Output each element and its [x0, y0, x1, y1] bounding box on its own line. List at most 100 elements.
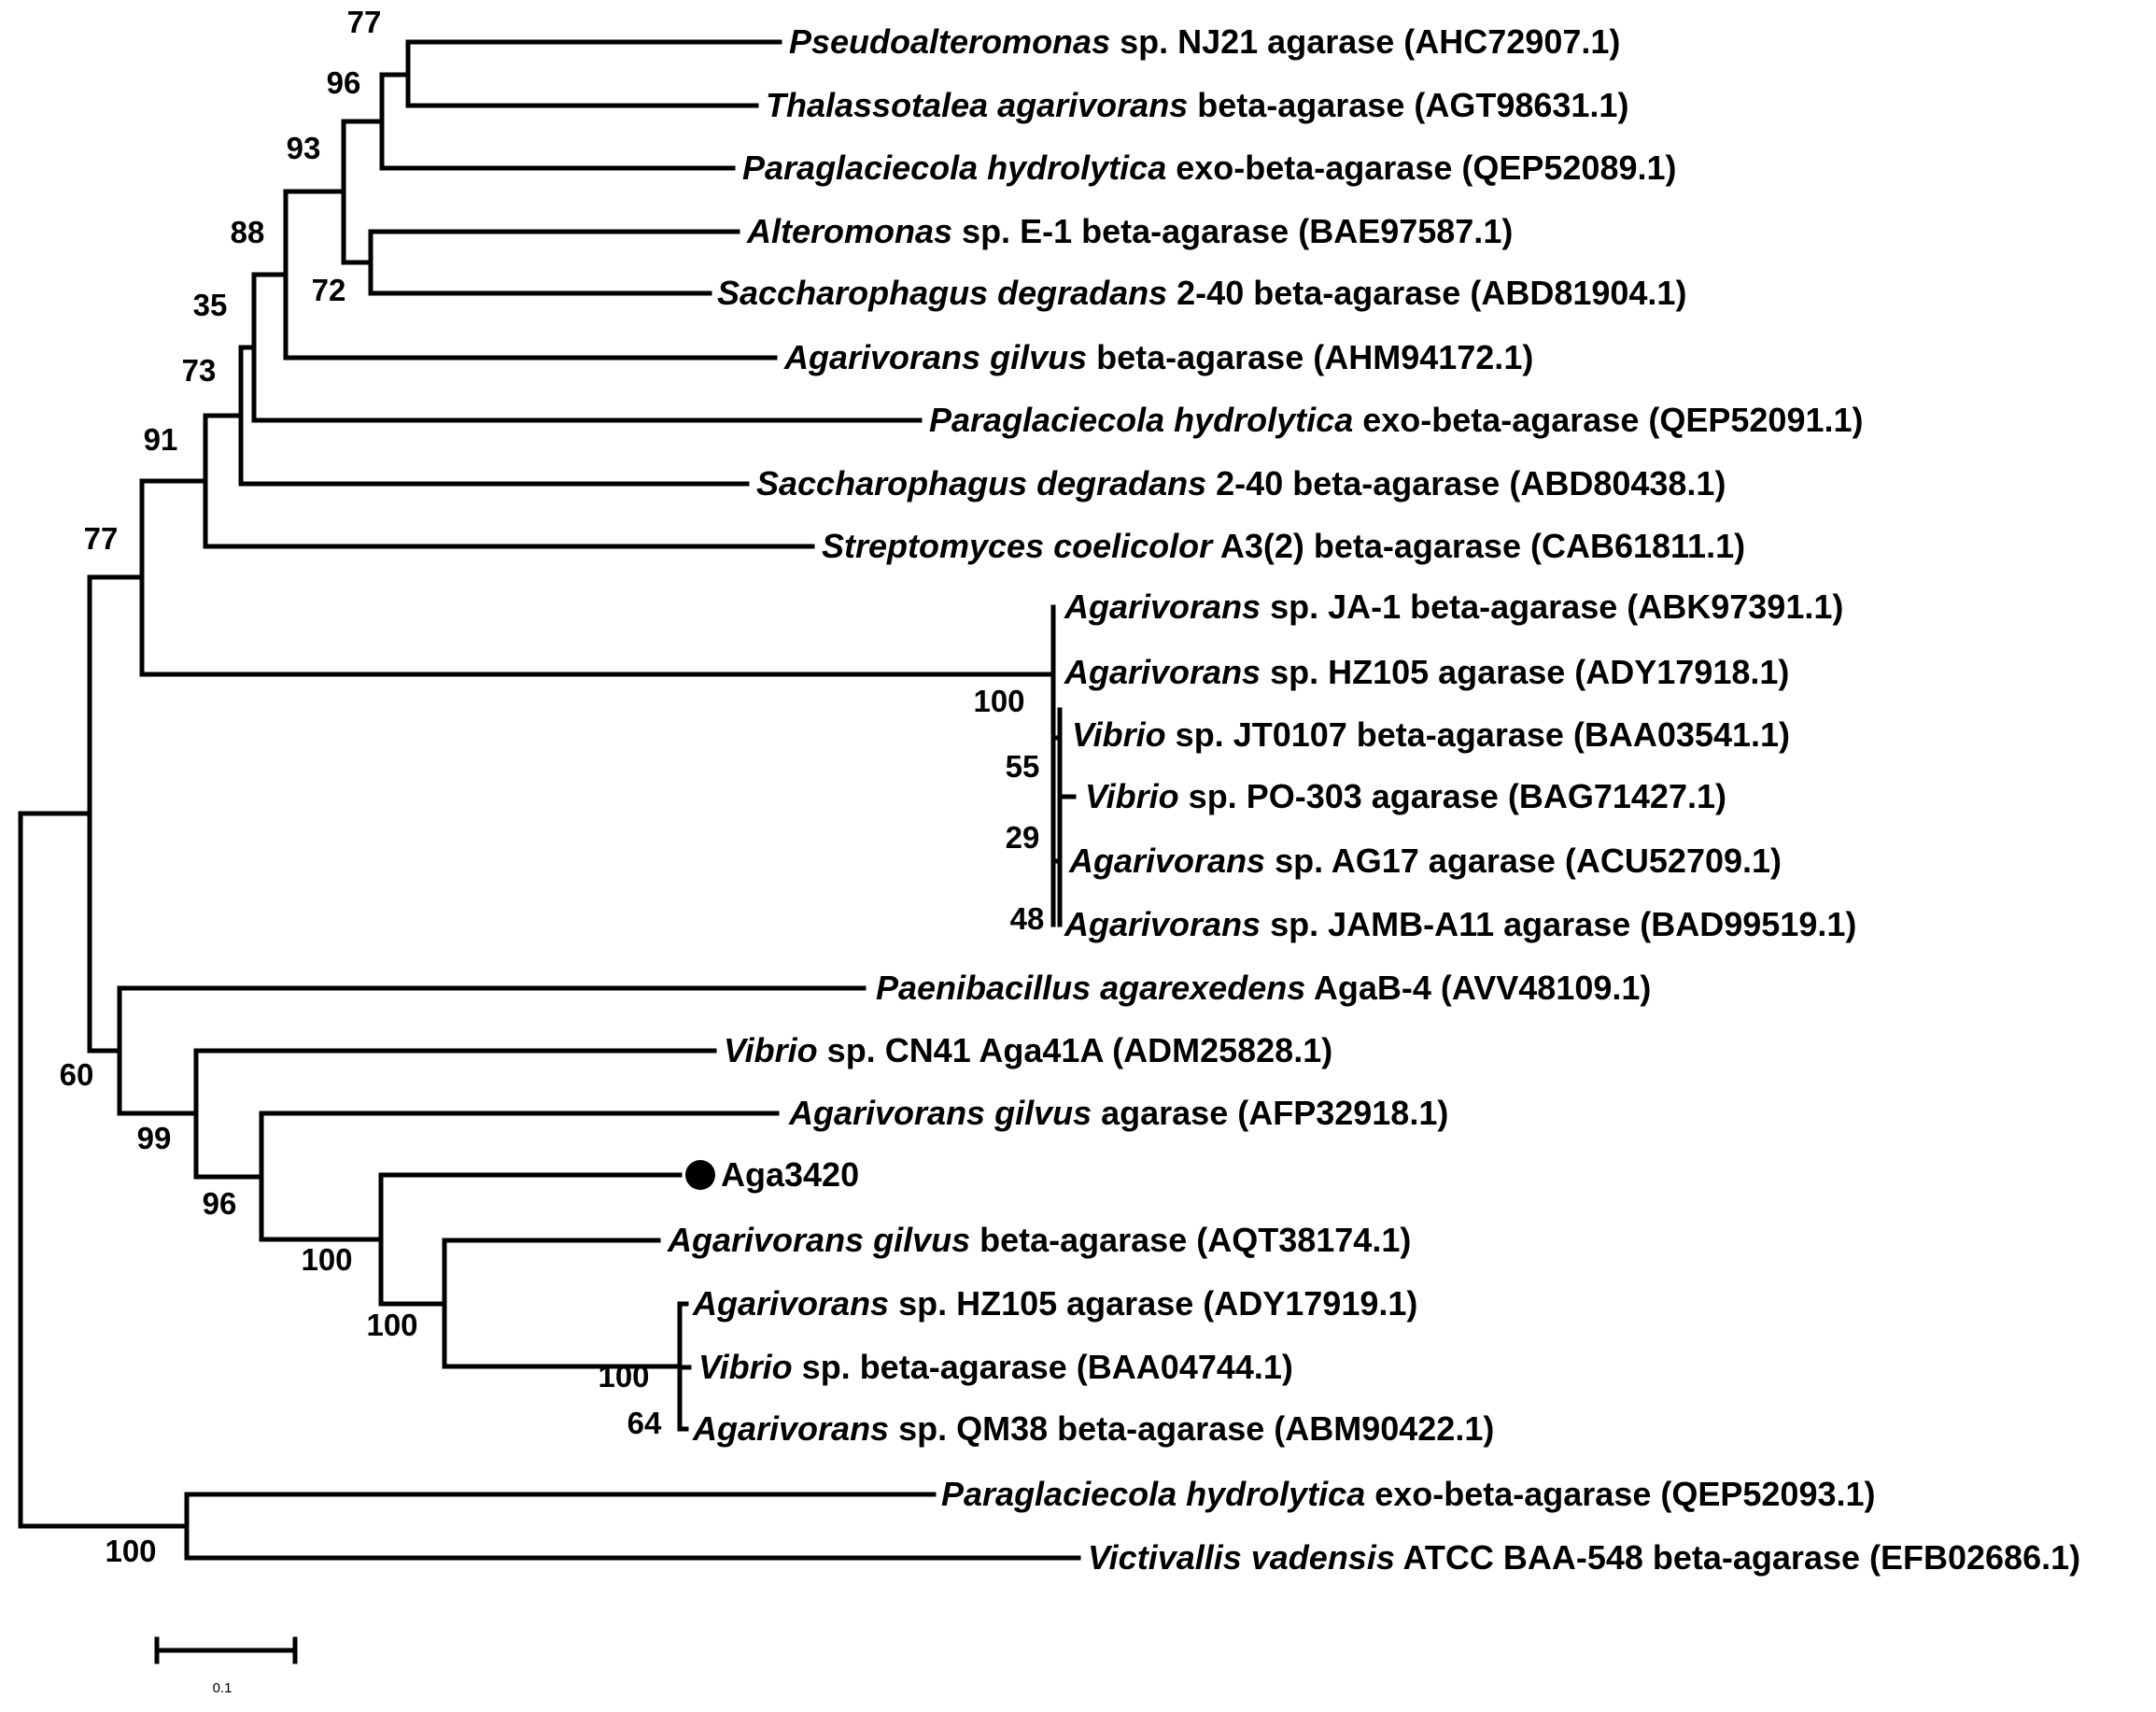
taxon-genus: Agarivorans: [1064, 905, 1261, 943]
bootstrap-value: 55: [1006, 749, 1040, 784]
taxon-description: beta-agarase (AQT38174.1): [970, 1221, 1411, 1259]
taxon-label: Vibrio sp. PO-303 agarase (BAG71427.1): [1085, 777, 1726, 815]
bootstrap-value: 29: [1006, 820, 1040, 855]
taxon-genus: Agarivorans gilvus: [783, 338, 1087, 376]
bootstrap-value: 100: [973, 684, 1024, 718]
taxon-description: sp. HZ105 agarase (ADY17919.1): [889, 1284, 1417, 1323]
taxon-genus: Agarivorans gilvus: [667, 1221, 970, 1259]
taxon-description: sp. NJ21 agarase (AHC72907.1): [1110, 22, 1620, 61]
taxon-description: sp. CN41 Aga41A (ADM25828.1): [818, 1031, 1333, 1069]
bootstrap-value: 77: [84, 521, 119, 556]
taxon-label: Thalassotalea agarivorans beta-agarase (…: [766, 86, 1628, 124]
taxon-description: sp. PO-303 agarase (BAG71427.1): [1179, 777, 1726, 815]
taxon-label: Agarivorans sp. JAMB-A11 agarase (BAD995…: [1064, 905, 1856, 943]
taxon-genus: Vibrio: [1072, 715, 1166, 754]
taxon-label: Vibrio sp. beta-agarase (BAA04744.1): [698, 1348, 1293, 1386]
taxon-description: ATCC BAA-548 beta-agarase (EFB02686.1): [1395, 1538, 2080, 1577]
taxon-genus: Victivallis vadensis: [1088, 1538, 1395, 1577]
taxon-label: Alteromonas sp. E-1 beta-agarase (BAE975…: [746, 212, 1513, 250]
taxon-description: beta-agarase (AGT98631.1): [1188, 86, 1628, 124]
bootstrap-value: 100: [105, 1534, 156, 1568]
taxon-description: sp. JA-1 beta-agarase (ABK97391.1): [1261, 587, 1843, 626]
taxon-labels: Pseudoalteromonas sp. NJ21 agarase (AHC7…: [667, 22, 2080, 1577]
taxon-label: Agarivorans gilvus beta-agarase (AQT3817…: [667, 1221, 1411, 1259]
taxon-label: Agarivorans gilvus beta-agarase (AHM9417…: [783, 338, 1533, 376]
taxon-genus: Alteromonas: [746, 212, 952, 250]
taxon-label: Aga3420: [721, 1155, 859, 1194]
taxon-genus: Paraglaciecola hydrolytica: [929, 401, 1353, 439]
taxon-genus: Saccharophagus degradans: [717, 274, 1167, 312]
taxon-genus: Pseudoalteromonas: [789, 22, 1110, 61]
taxon-description: exo-beta-agarase (QEP52089.1): [1166, 149, 1676, 187]
taxon-description: sp. JAMB-A11 agarase (BAD99519.1): [1261, 905, 1856, 943]
bootstrap-value: 99: [137, 1121, 172, 1155]
bootstrap-values: 7796938872357391771005529486099961001001…: [60, 5, 1045, 1568]
bootstrap-value: 35: [193, 288, 228, 322]
taxon-genus: Agarivorans: [692, 1284, 889, 1323]
taxon-description: sp. AG17 agarase (ACU52709.1): [1265, 842, 1782, 880]
taxon-description: exo-beta-agarase (QEP52093.1): [1365, 1475, 1875, 1513]
bootstrap-value: 96: [203, 1186, 237, 1221]
taxon-genus: Agarivorans: [1064, 653, 1261, 691]
taxon-genus: Paraglaciecola hydrolytica: [742, 149, 1166, 187]
taxon-description: sp. HZ105 agarase (ADY17918.1): [1261, 653, 1789, 691]
taxon-label: Saccharophagus degradans 2-40 beta-agara…: [756, 464, 1726, 502]
taxon-label: Agarivorans gilvus agarase (AFP32918.1): [788, 1094, 1448, 1132]
bootstrap-value: 100: [301, 1242, 352, 1277]
taxon-description: sp. QM38 beta-agarase (ABM90422.1): [889, 1409, 1494, 1448]
query-sequence-marker: [685, 1160, 715, 1190]
taxon-label: Streptomyces coelicolor A3(2) beta-agara…: [822, 527, 1745, 565]
taxon-description: beta-agarase (AHM94172.1): [1087, 338, 1533, 376]
taxon-genus: Streptomyces coelicolor: [822, 527, 1214, 565]
bootstrap-value: 100: [598, 1359, 649, 1394]
scale-bar-label: 0.1: [213, 1680, 233, 1696]
taxon-description: exo-beta-agarase (QEP52091.1): [1353, 401, 1863, 439]
taxon-label: Agarivorans sp. HZ105 agarase (ADY17918.…: [1064, 653, 1789, 691]
taxon-description: agarase (AFP32918.1): [1092, 1094, 1448, 1132]
taxon-label: Saccharophagus degradans 2-40 beta-agara…: [717, 274, 1686, 312]
bootstrap-value: 60: [60, 1057, 94, 1092]
scale-bar: 0.1: [154, 1636, 298, 1696]
taxon-label: Victivallis vadensis ATCC BAA-548 beta-a…: [1088, 1538, 2080, 1577]
taxon-description: 2-40 beta-agarase (ABD80438.1): [1206, 464, 1726, 502]
bootstrap-value: 72: [312, 273, 346, 307]
taxon-label: Paraglaciecola hydrolytica exo-beta-agar…: [742, 149, 1677, 187]
bootstrap-value: 91: [144, 422, 178, 457]
bootstrap-value: 96: [327, 65, 361, 100]
taxon-genus: Vibrio: [724, 1031, 818, 1069]
taxon-label: Agarivorans sp. HZ105 agarase (ADY17919.…: [692, 1284, 1417, 1323]
bootstrap-value: 100: [366, 1308, 417, 1342]
taxon-label: Paraglaciecola hydrolytica exo-beta-agar…: [929, 401, 1864, 439]
taxon-genus: Agarivorans: [692, 1409, 889, 1448]
taxon-label: Vibrio sp. JT0107 beta-agarase (BAA03541…: [1072, 715, 1790, 754]
bootstrap-value: 73: [182, 353, 217, 388]
bootstrap-value: 64: [627, 1406, 662, 1440]
taxon-label: Agarivorans sp. JA-1 beta-agarase (ABK97…: [1064, 587, 1843, 626]
taxon-genus: Paenibacillus agarexedens: [876, 969, 1305, 1007]
taxon-description: sp. beta-agarase (BAA04744.1): [793, 1348, 1293, 1386]
tree-branches: [18, 39, 1081, 1561]
taxon-genus: Paraglaciecola hydrolytica: [941, 1475, 1365, 1513]
taxon-genus: Agarivorans: [1064, 587, 1261, 626]
taxon-genus: Vibrio: [698, 1348, 793, 1386]
taxon-label: Agarivorans sp. AG17 agarase (ACU52709.1…: [1068, 842, 1782, 880]
taxon-label: Pseudoalteromonas sp. NJ21 agarase (AHC7…: [789, 22, 1620, 61]
taxon-label: Agarivorans sp. QM38 beta-agarase (ABM90…: [692, 1409, 1494, 1448]
taxon-label: Paenibacillus agarexedens AgaB-4 (AVV481…: [876, 969, 1651, 1007]
taxon-label: Paraglaciecola hydrolytica exo-beta-agar…: [941, 1475, 1876, 1513]
taxon-label: Vibrio sp. CN41 Aga41A (ADM25828.1): [724, 1031, 1332, 1069]
taxon-description: AgaB-4 (AVV48109.1): [1305, 969, 1651, 1007]
taxon-description: A3(2) beta-agarase (CAB61811.1): [1212, 527, 1745, 565]
bootstrap-value: 93: [287, 131, 321, 165]
taxon-genus: Vibrio: [1085, 777, 1179, 815]
bootstrap-value: 88: [231, 215, 265, 249]
taxon-description: sp. JT0107 beta-agarase (BAA03541.1): [1166, 715, 1790, 754]
taxon-genus: Agarivorans: [1068, 842, 1265, 880]
taxon-genus: Agarivorans gilvus: [788, 1094, 1092, 1132]
taxon-genus: Thalassotalea agarivorans: [766, 86, 1188, 124]
bootstrap-value: 77: [347, 5, 382, 39]
taxon-description: sp. E-1 beta-agarase (BAE97587.1): [952, 212, 1513, 250]
taxon-description: Aga3420: [721, 1155, 859, 1194]
bootstrap-value: 48: [1010, 901, 1045, 936]
